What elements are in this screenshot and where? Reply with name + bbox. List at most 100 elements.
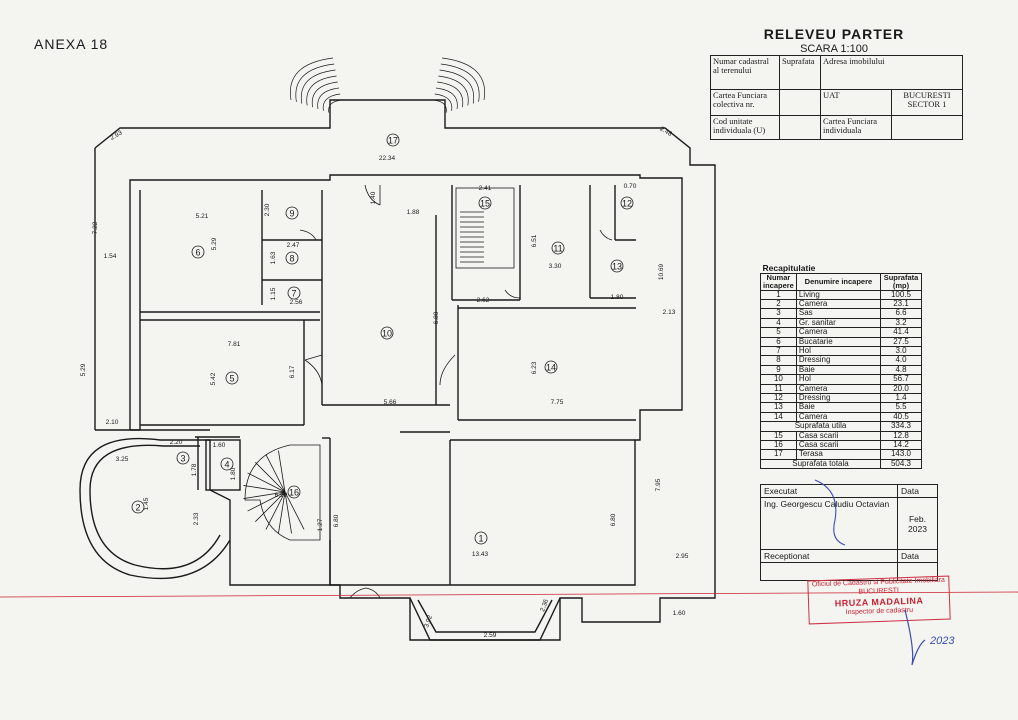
dimension-label: 6.80 — [433, 311, 440, 324]
room-area: 41.4 — [880, 327, 922, 338]
dimension-label: 1.80 — [611, 294, 624, 301]
room-number: 1 — [478, 534, 483, 544]
step-arc — [300, 69, 336, 104]
cell-empty — [779, 115, 821, 140]
step-arc — [306, 75, 337, 106]
dimension-label: 1.88 — [407, 209, 420, 216]
step-arc — [311, 81, 338, 108]
total-area-value: 504.3 — [880, 458, 922, 470]
dimension-label: 1.80 — [230, 467, 237, 480]
signature-executat — [814, 479, 846, 546]
step-arc — [434, 93, 453, 111]
dimension-label: 1.45 — [143, 497, 150, 510]
cell-empty — [891, 115, 963, 140]
walls — [79, 99, 716, 641]
room-number: 9 — [289, 209, 294, 219]
useful-area-value: 334.3 — [880, 421, 922, 432]
entrance-steps — [289, 57, 486, 113]
room-area: 5.5 — [880, 402, 922, 413]
room-number: 14 — [546, 363, 556, 373]
dimension-label: 2.95 — [676, 553, 689, 560]
room-number: 3 — [180, 454, 185, 464]
room-area: 3.2 — [880, 317, 922, 329]
step-arc — [289, 57, 334, 101]
dimension-label: 3.25 — [116, 456, 129, 463]
dimension-label: 2.20 — [170, 439, 183, 446]
wall — [205, 439, 241, 491]
room-area: 100.5 — [880, 289, 922, 301]
dimension-label: 6.51 — [531, 234, 538, 247]
drawing-scale: SCARA 1:100 — [800, 43, 868, 55]
dimension-label: 5.29 — [80, 363, 87, 376]
dimension-label: 1.63 — [270, 251, 277, 264]
room-number: 5 — [229, 374, 234, 384]
stair-tread — [255, 491, 286, 522]
room-area: 1.4 — [880, 392, 922, 404]
room-area: 3.0 — [880, 345, 922, 357]
empty-cell — [897, 562, 938, 581]
stair-tread — [247, 491, 286, 512]
room-marker — [225, 371, 239, 385]
room-area: 14.2 — [880, 439, 922, 451]
room-marker — [285, 206, 299, 220]
dimension-label: 6.80 — [610, 513, 617, 526]
stairs-16 — [243, 444, 321, 541]
room-marker — [551, 241, 565, 255]
dimension-label: 5.66 — [384, 399, 397, 406]
room-number: 6 — [195, 248, 200, 258]
dimension-label: 2.36 — [539, 598, 550, 613]
room-marker — [544, 360, 558, 374]
dimension-label: 6.17 — [289, 365, 296, 378]
room-marker — [285, 251, 299, 265]
step-arc — [441, 57, 486, 101]
room-number: 4 — [224, 460, 229, 470]
dimension-label: 22.34 — [379, 155, 396, 162]
stairs-15 — [455, 187, 515, 269]
dimension-label: 7.95 — [655, 478, 662, 491]
dimension-label: 0.70 — [624, 183, 637, 190]
step-arc — [440, 63, 480, 102]
step-arc — [435, 87, 458, 110]
dimension-label: 6.23 — [531, 361, 538, 374]
dimension-label: 2.59 — [484, 632, 497, 639]
stair-treads — [460, 211, 484, 263]
steps-left — [289, 57, 342, 113]
dimension-label: 6.80 — [333, 514, 340, 527]
stair-tread — [284, 491, 292, 534]
door — [599, 229, 613, 241]
dimension-label: 13.43 — [472, 551, 489, 558]
room-number: 2 — [135, 503, 140, 513]
doors — [299, 184, 613, 599]
step-arc — [433, 99, 447, 113]
room-area: 56.7 — [880, 374, 922, 385]
dimension-label: 7.75 — [551, 399, 564, 406]
stair-box — [455, 187, 515, 269]
room-marker — [478, 196, 492, 210]
room-number: 8 — [289, 254, 294, 264]
cell-surface: Suprafata — [779, 55, 821, 90]
dimension-label: 2.10 — [106, 419, 119, 426]
room-marker — [386, 133, 400, 147]
cell-uat-value: BUCURESTI SECTOR 1 — [891, 89, 963, 116]
dimension-label: 3.92 — [423, 614, 434, 629]
room-area: 4.8 — [880, 364, 922, 376]
room-marker — [176, 451, 190, 465]
dimension-label: 2.13 — [663, 309, 676, 316]
dimension-label: 6.50 — [275, 492, 288, 499]
room-area: 20.0 — [880, 383, 922, 394]
stair-treads — [243, 450, 305, 534]
recap-caption: Recapitulatie — [762, 263, 816, 273]
dimension-labels: 22.341.547.225.292.103.255.215.297.815.4… — [80, 126, 689, 639]
step-arc — [438, 75, 469, 106]
dimension-label: 1.60 — [673, 610, 686, 617]
stair-tread — [243, 491, 286, 499]
signature-scribble — [904, 609, 926, 666]
dimension-label: 5.21 — [196, 213, 209, 220]
door — [349, 587, 381, 599]
bay-window-inner — [417, 599, 553, 633]
